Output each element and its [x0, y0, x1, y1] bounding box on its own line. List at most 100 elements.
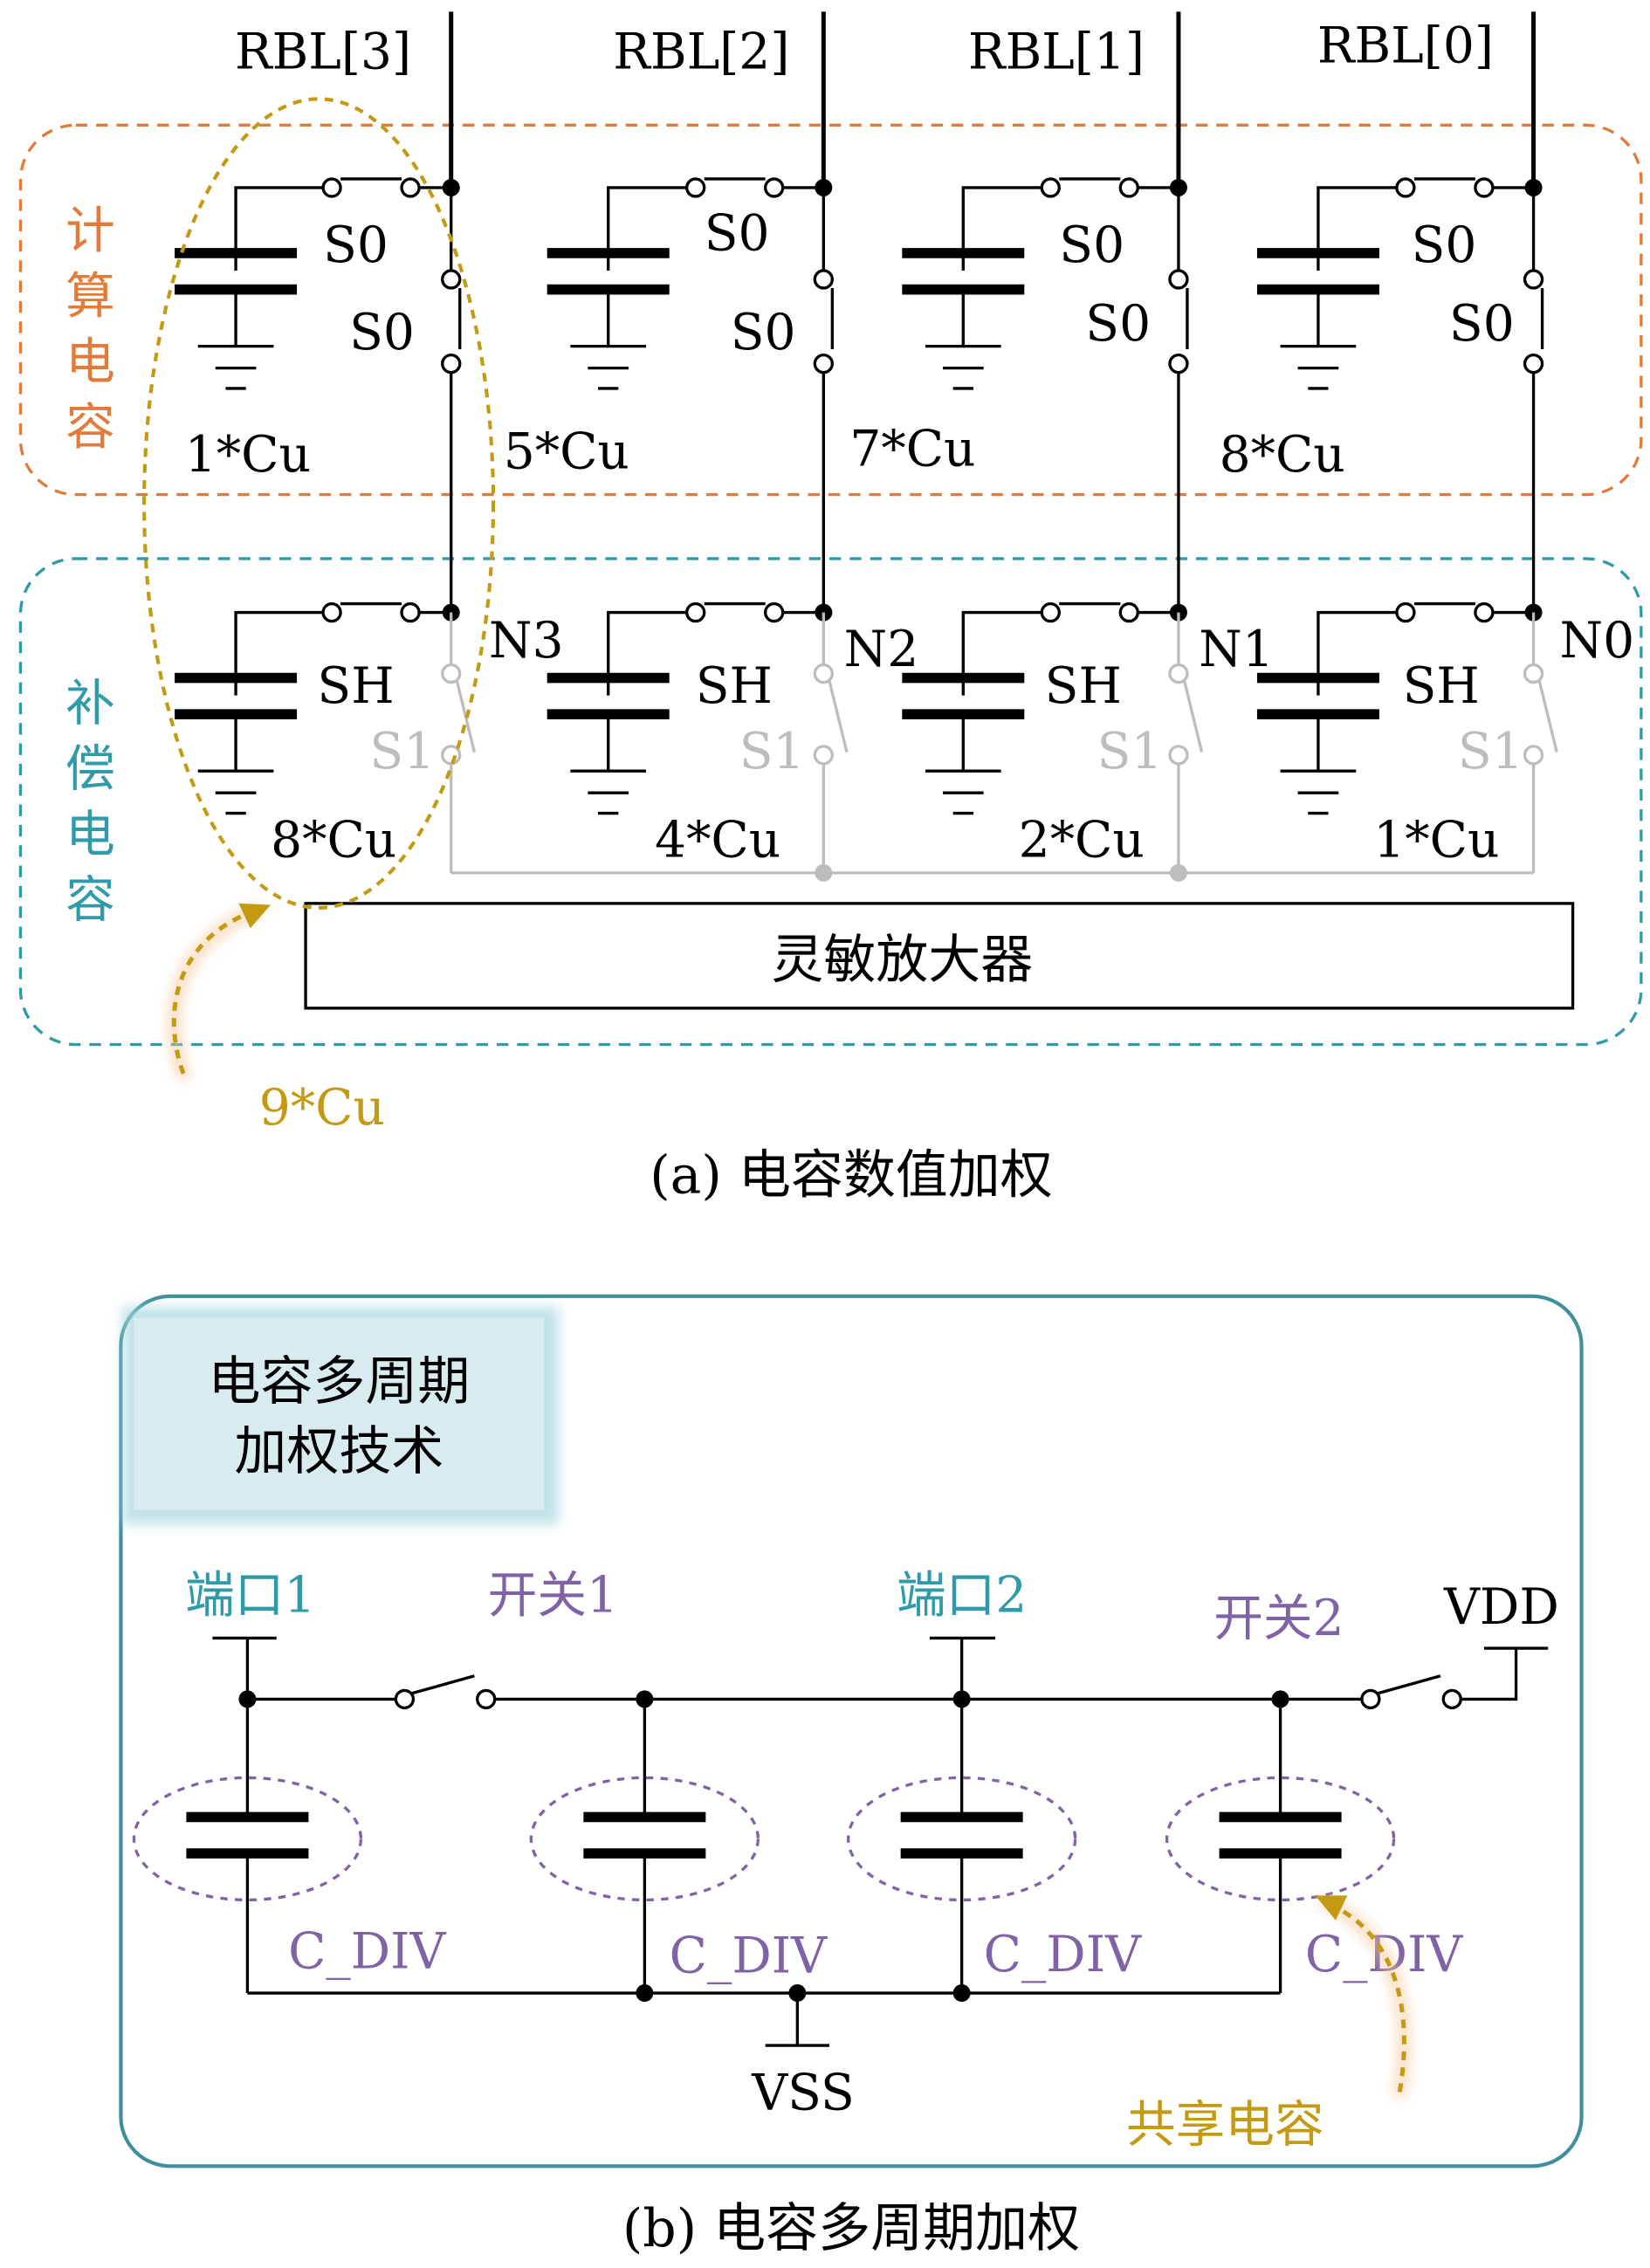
comp-label-char: 容: [65, 871, 115, 929]
s0-top-switch: [607, 177, 824, 271]
node-label: N1: [1199, 621, 1274, 678]
annotation-arrow: [167, 903, 272, 1082]
compute-label-char: 容: [65, 398, 115, 456]
cdiv-label: C_DIV: [670, 1928, 828, 1985]
compensation-capacitor: [902, 672, 1025, 815]
sh-label: SH: [1045, 657, 1122, 715]
compute-group-label: 计 算 电 容: [65, 202, 115, 456]
comp-label-char: 电: [65, 806, 115, 863]
technique-title-line1: 电容多周期: [208, 1351, 470, 1412]
compute-capacitor: [1256, 248, 1379, 390]
rbl-label: RBL[2]: [613, 23, 789, 80]
s0-top-switch: [961, 177, 1179, 271]
s0-top-switch: [234, 177, 451, 271]
rail-node-dot: [788, 1984, 807, 2003]
compensation-capacitor: [1256, 672, 1379, 815]
vdd-label: VDD: [1443, 1578, 1559, 1636]
comp-cap-value: 1*Cu: [1373, 812, 1499, 869]
part-a-capacitor-value-weighting: 计 算 电 容 补 偿 电 容: [18, 11, 1643, 1206]
sh-switch: [1317, 601, 1534, 696]
s0-side-switch: [441, 269, 462, 375]
s0-side-label: S0: [1449, 295, 1515, 353]
s1-label: S1: [1097, 723, 1163, 780]
compensation-capacitor: [175, 672, 298, 815]
compute-capacitor: [175, 248, 298, 390]
column-rbl3: RBL[3] S0 S0 1*Cu: [175, 11, 564, 869]
node-label: N0: [1560, 612, 1635, 670]
s0-side-switch: [813, 269, 834, 375]
s0-side-label: S0: [731, 304, 796, 361]
vss-label: VSS: [751, 2064, 855, 2121]
port2-label: 端口2: [897, 1566, 1027, 1624]
s0-top-label: S0: [705, 205, 770, 263]
sh-switch: [961, 601, 1179, 696]
s1-label: S1: [1458, 723, 1523, 780]
caption-b: (b) 电容多周期加权: [622, 2198, 1080, 2259]
rbl-label: RBL[0]: [1317, 17, 1494, 75]
s1-switch: [813, 612, 849, 766]
compute-label-char: 算: [65, 267, 115, 325]
part-b-multi-cycle-weighting: 电容多周期 加权技术 端口1 开关1 端口2 开关2 VDD: [119, 1294, 1584, 2259]
s0-side-label: S0: [349, 304, 415, 361]
cdiv-highlights: [132, 1776, 1396, 1902]
sh-label: SH: [317, 657, 394, 715]
s1-shared-bus: [450, 754, 1536, 875]
comp-cap-value: 8*Cu: [271, 812, 396, 869]
bus-junction-dot: [815, 863, 833, 882]
node-label: N2: [844, 621, 919, 678]
compute-capacitor: [547, 248, 670, 390]
s1-switch: [1523, 612, 1558, 766]
technique-title-box: [134, 1317, 545, 1510]
compute-capacitor: [902, 248, 1025, 390]
sh-label: SH: [696, 657, 773, 715]
comp-cap-value: 2*Cu: [1019, 812, 1145, 869]
compensation-group-label: 补 偿 电 容: [65, 675, 115, 929]
shared-capacitor-label: 共享电容: [1126, 2096, 1324, 2154]
s0-top-label: S0: [1412, 216, 1477, 274]
compute-cap-value: 8*Cu: [1220, 426, 1345, 484]
cdiv-capacitors: [186, 1699, 1342, 1994]
compute-cap-value: 1*Cu: [185, 426, 311, 484]
sense-amplifier-label: 灵敏放大器: [771, 930, 1033, 991]
cdiv-label: C_DIV: [984, 1926, 1142, 1983]
switch1-label: 开关1: [488, 1566, 618, 1624]
s0-top-label: S0: [323, 216, 388, 274]
combined-capacitor-highlight: [142, 97, 496, 910]
s1-label: S1: [369, 723, 435, 780]
column-rbl2: RBL[2] S0 S0 5*Cu: [504, 11, 919, 869]
s0-side-label: S0: [1085, 295, 1151, 353]
rail-node-dot: [636, 1984, 654, 2003]
rbl-label: RBL[3]: [235, 23, 411, 80]
technique-title-line2: 加权技术: [234, 1421, 443, 1482]
port-terminals: [212, 1636, 995, 1700]
s0-top-switch: [1317, 177, 1534, 271]
s0-side-switch: [1168, 269, 1189, 375]
column-rbl0: RBL[0] S0 S0 8*Cu: [1220, 11, 1635, 869]
total-capacitance-label: 9*Cu: [259, 1079, 385, 1137]
top-rail: [247, 1646, 1549, 1710]
rail-node-dot: [952, 1984, 971, 2003]
s0-top-label: S0: [1059, 216, 1124, 274]
compensation-capacitor: [547, 672, 670, 815]
rbl-label: RBL[1]: [968, 23, 1145, 80]
compensation-capacitor-group: [18, 557, 1643, 1047]
sh-label: SH: [1403, 657, 1480, 715]
sh-switch: [607, 601, 824, 696]
comp-label-char: 补: [65, 675, 115, 732]
compute-cap-value: 5*Cu: [504, 423, 629, 481]
s1-switch: [1168, 612, 1204, 766]
s0-side-switch: [1523, 269, 1544, 375]
port1-label: 端口1: [185, 1566, 315, 1624]
switch2-label: 开关2: [1213, 1590, 1344, 1647]
cdiv-label: C_DIV: [288, 1923, 446, 1981]
caption-a: (a) 电容数值加权: [650, 1144, 1053, 1206]
compute-cap-value: 7*Cu: [849, 420, 975, 478]
bus-junction-dot: [1169, 863, 1187, 882]
comp-cap-value: 4*Cu: [655, 812, 780, 869]
compute-label-char: 计: [65, 202, 115, 259]
node-label: N3: [489, 612, 564, 670]
compute-capacitor-group: [18, 123, 1643, 497]
comp-label-char: 偿: [65, 740, 115, 798]
s1-label: S1: [739, 723, 805, 780]
